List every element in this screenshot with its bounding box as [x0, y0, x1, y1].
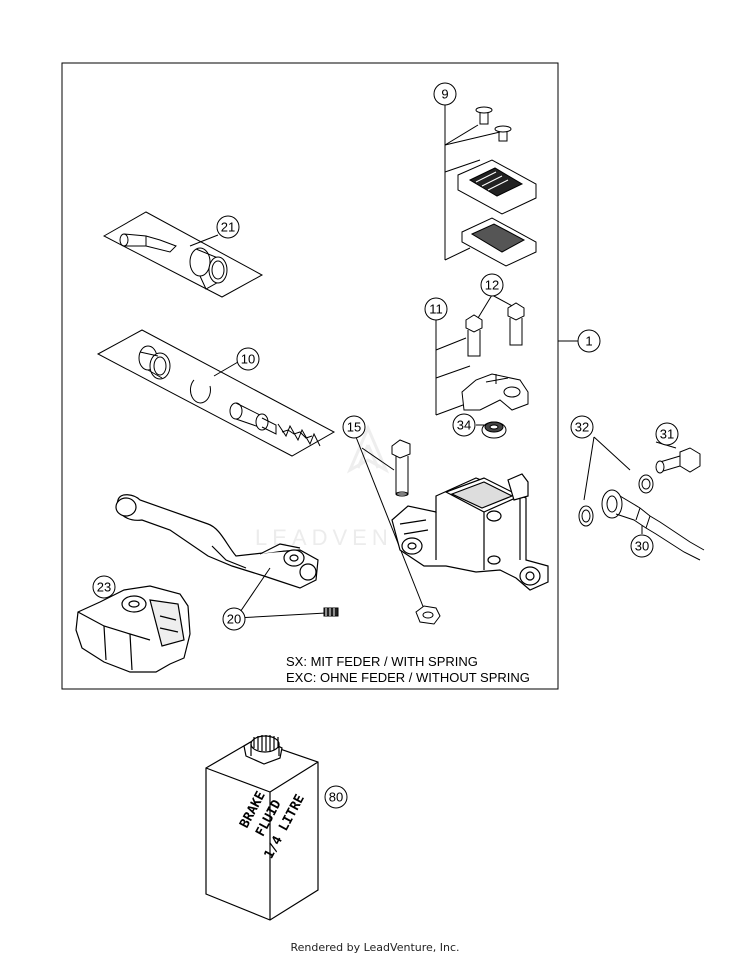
callout-10-label: 10 — [241, 352, 255, 367]
callout-20-label: 20 — [227, 612, 241, 627]
reservoir-lid-icon — [457, 159, 537, 215]
callout-21[interactable]: 21 — [216, 215, 240, 239]
callout-15-label: 15 — [347, 420, 361, 435]
part-15-group — [355, 436, 441, 625]
handlebar-clamp-icon — [461, 373, 529, 411]
callout-12[interactable]: 12 — [480, 273, 504, 297]
callout-23[interactable]: 23 — [92, 575, 116, 599]
callout-30-label: 30 — [635, 539, 649, 554]
bushing-icon — [189, 247, 228, 290]
pin-icon — [119, 233, 177, 253]
callout-12-label: 12 — [485, 278, 499, 293]
callout-9-label: 9 — [441, 87, 448, 102]
clamp-bolt-icon — [465, 314, 483, 357]
callout-1[interactable]: 1 — [577, 329, 601, 353]
pivot-nut-icon — [415, 605, 441, 625]
callout-80[interactable]: 80 — [324, 785, 348, 809]
callout-30[interactable]: 30 — [630, 534, 654, 558]
note-exc: EXC: OHNE FEDER / WITHOUT SPRING — [286, 670, 530, 685]
callout-1-label: 1 — [585, 334, 592, 349]
part-20-group — [235, 567, 339, 619]
callout-34-label: 34 — [457, 418, 471, 433]
callout-21-label: 21 — [221, 220, 235, 235]
brake-fluid-bottle-icon — [205, 735, 319, 921]
pivot-bolt-icon — [391, 439, 411, 497]
lever-spring-icon — [323, 607, 339, 617]
piston-seal-icon — [138, 345, 171, 380]
footer-credit: Rendered by LeadVenture, Inc. — [290, 941, 460, 954]
sealing-washer-icon — [578, 505, 594, 527]
callout-23-label: 23 — [97, 580, 111, 595]
screw-icon — [475, 106, 493, 125]
callout-11-label: 11 — [429, 302, 443, 317]
callout-15[interactable]: 15 — [342, 415, 366, 439]
callout-9[interactable]: 9 — [433, 82, 457, 106]
kit-frame — [61, 62, 559, 690]
callout-32[interactable]: 32 — [570, 415, 594, 439]
callout-10[interactable]: 10 — [236, 347, 260, 371]
circlip-icon — [189, 379, 211, 404]
part-23-group — [75, 585, 191, 673]
callout-31-label: 31 — [660, 427, 674, 442]
part-21-group — [102, 211, 264, 298]
part-30-32-group — [578, 436, 705, 561]
part-11-12-group — [435, 294, 529, 416]
note-sx: SX: MIT FEDER / WITH SPRING — [286, 654, 478, 669]
callout-80-label: 80 — [329, 790, 343, 805]
brake-lever-icon — [115, 494, 319, 589]
callout-11[interactable]: 11 — [424, 297, 448, 321]
sealing-washer-icon — [638, 474, 654, 494]
callout-32-label: 32 — [575, 420, 589, 435]
piston-spring-icon — [229, 402, 321, 447]
callout-31[interactable]: 31 — [655, 422, 679, 446]
part-80-group: BRAKE FLUID 1/4 LITRE — [205, 735, 319, 921]
master-cylinder-icon — [391, 473, 549, 591]
banjo-bolt-icon — [655, 447, 701, 474]
watermark-logo-icon — [346, 424, 390, 474]
callout-20[interactable]: 20 — [222, 607, 246, 631]
brake-hose-icon — [601, 489, 705, 561]
part-9-group — [444, 105, 537, 267]
clamp-bolt-icon — [507, 302, 525, 346]
part-10-group — [96, 329, 336, 457]
grommet-icon — [481, 421, 507, 439]
screw-icon — [494, 125, 512, 142]
callout-34[interactable]: 34 — [452, 413, 476, 437]
part-34-group — [476, 421, 507, 439]
diaphragm-icon — [461, 217, 537, 267]
